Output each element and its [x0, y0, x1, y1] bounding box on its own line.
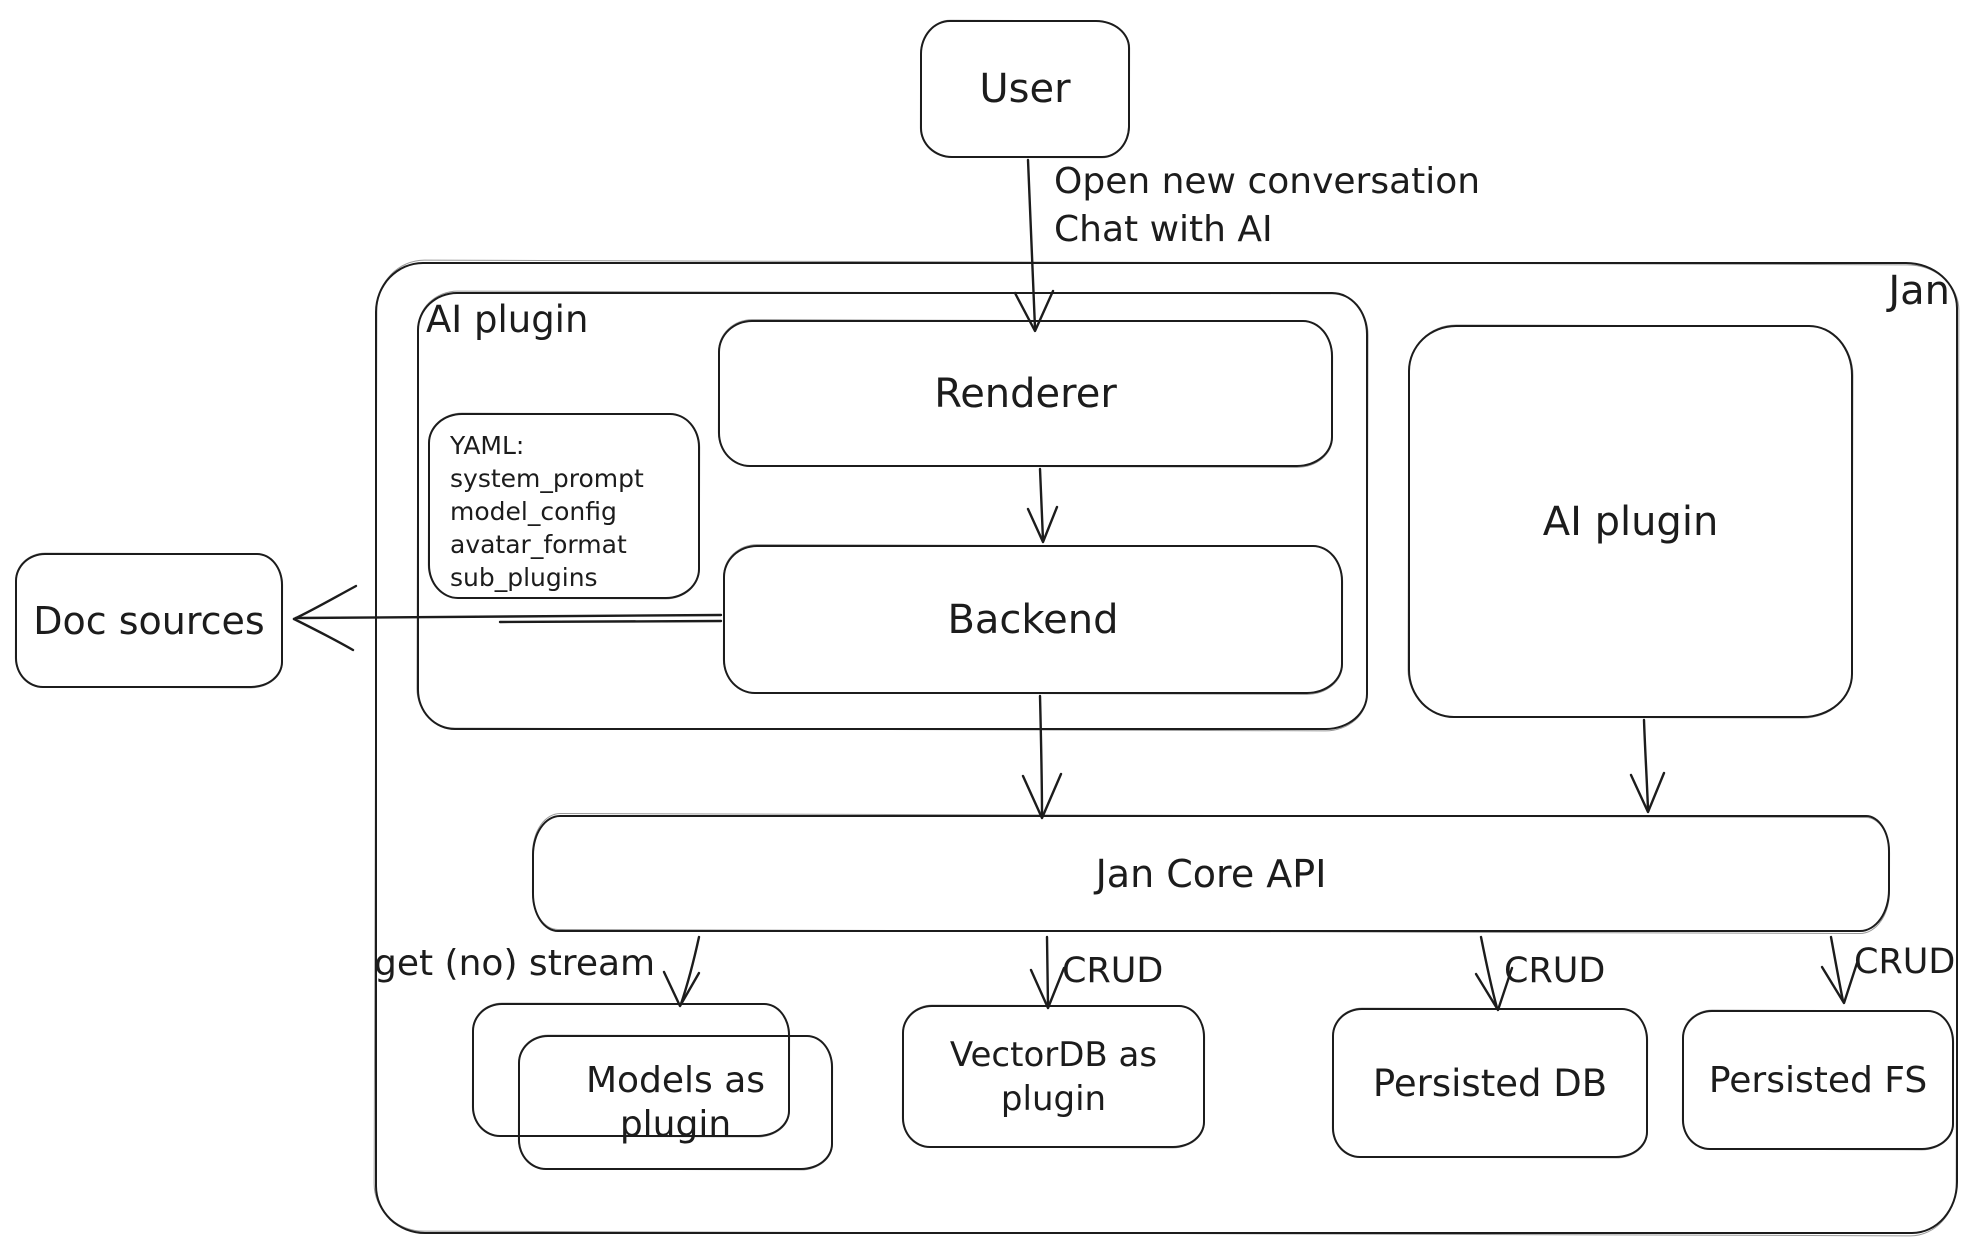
jan-container-label: Jan [1888, 268, 1950, 314]
yaml-config-note: YAML: system_prompt model_config avatar_… [428, 413, 700, 599]
ai-plugin-node: AI plugin [1408, 325, 1853, 718]
persisted-db-node-label: Persisted DB [1372, 1061, 1608, 1105]
yaml-note-line: sub_plugins [450, 563, 598, 592]
persisted-fs-node-label: Persisted FS [1708, 1059, 1928, 1101]
jan-core-api-node-label: Jan Core API [1095, 851, 1327, 896]
user-node: User [920, 20, 1130, 158]
crud-vectordb-edge-label: CRUD [1062, 951, 1164, 991]
doc-sources-node: Doc sources [15, 553, 283, 688]
yaml-note-line: system_prompt [450, 464, 644, 493]
models-as-plugin-node-label: Models as plugin [585, 1059, 766, 1145]
user-flow-edge-label-line2: Chat with AI [1054, 209, 1273, 250]
vectordb-as-plugin-node: VectorDB as plugin [902, 1005, 1205, 1148]
vectordb-as-plugin-node-label: VectorDB as plugin [949, 1034, 1158, 1119]
crud-persisted-db-edge-label: CRUD [1504, 951, 1606, 991]
renderer-node: Renderer [718, 320, 1333, 467]
models-as-plugin-node: Models as plugin [518, 1035, 833, 1170]
get-no-stream-edge-label: get (no) stream [374, 943, 656, 984]
yaml-note-line: YAML: [450, 431, 525, 460]
renderer-node-label: Renderer [934, 370, 1117, 417]
doc-sources-node-label: Doc sources [33, 598, 265, 643]
user-node-label: User [979, 66, 1071, 112]
yaml-note-line: avatar_format [450, 530, 627, 559]
user-flow-edge-label: Open new conversation Chat with AI [1054, 158, 1480, 254]
backend-node-label: Backend [947, 596, 1119, 643]
crud-persisted-fs-edge-label: CRUD [1854, 942, 1956, 982]
user-flow-edge-label-line1: Open new conversation [1054, 161, 1481, 202]
ai-plugin-container-label: AI plugin [426, 298, 589, 341]
persisted-fs-node: Persisted FS [1682, 1010, 1954, 1150]
backend-node: Backend [723, 545, 1343, 694]
ai-plugin-node-label: AI plugin [1542, 498, 1719, 545]
persisted-db-node: Persisted DB [1332, 1008, 1648, 1158]
jan-container-box [375, 262, 1958, 1234]
yaml-note-line: model_config [450, 497, 617, 526]
ai-plugin-container-box [417, 292, 1368, 730]
jan-core-api-node: Jan Core API [532, 815, 1890, 932]
